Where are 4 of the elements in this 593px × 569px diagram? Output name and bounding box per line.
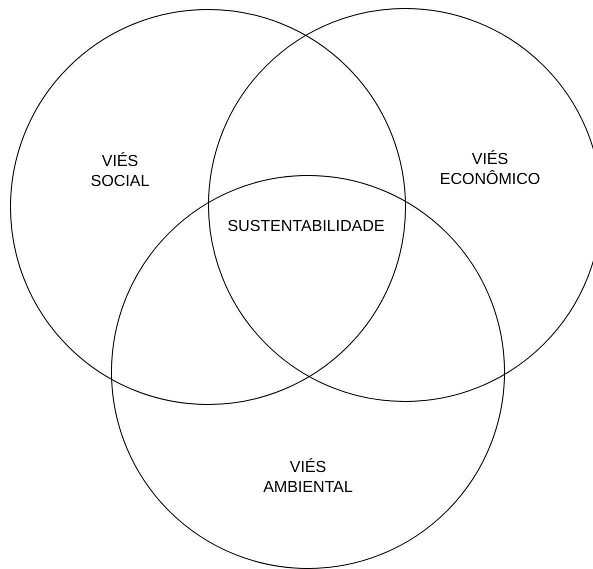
circle-label: VIÉS AMBIENTAL — [262, 458, 354, 498]
intersection-label: SUSTENTABILIDADE — [228, 217, 385, 237]
circle-label: VIÉS ECONÔMICO — [438, 150, 542, 190]
circle-label: VIÉS SOCIAL — [90, 152, 150, 192]
